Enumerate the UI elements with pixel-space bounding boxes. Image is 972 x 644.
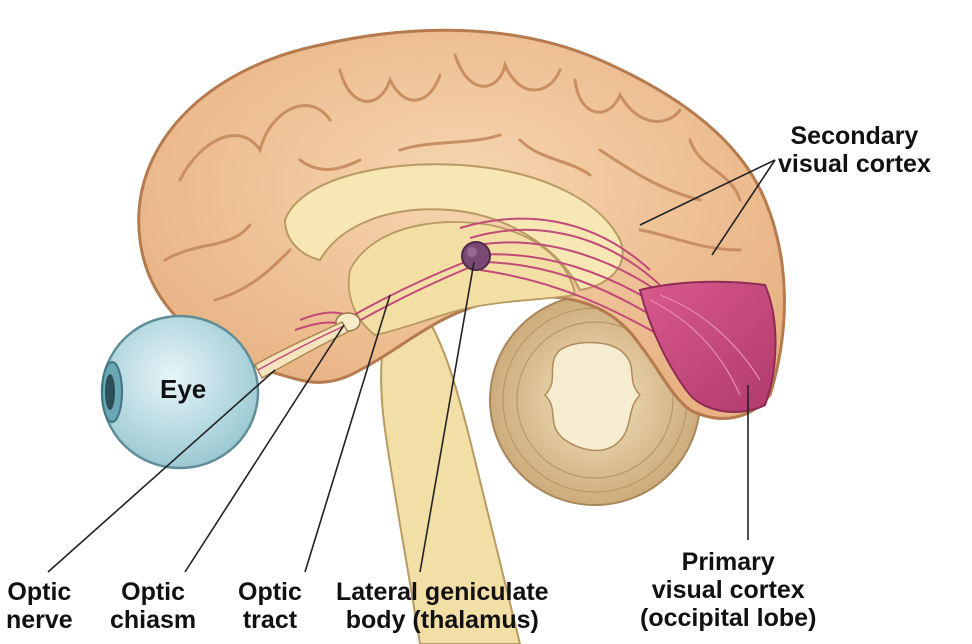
secondary-line-1: Secondary: [778, 122, 931, 150]
optic-tract-line-2: tract: [238, 606, 302, 634]
optic-nerve-line-1: Optic: [6, 578, 73, 606]
lgn-line-1: Lateral geniculate: [336, 578, 549, 606]
primary-line-2: visual cortex: [640, 576, 816, 604]
optic-chiasm-line-1: Optic: [110, 578, 196, 606]
lateral-geniculate-body: [462, 242, 490, 270]
optic-nerve-line-2: nerve: [6, 606, 73, 634]
primary-visual-cortex-label: Primary visual cortex (occipital lobe): [640, 548, 816, 632]
lgn-line-2: body (thalamus): [336, 606, 549, 634]
secondary-visual-cortex-label: Secondary visual cortex: [778, 122, 931, 178]
optic-chiasm-line-2: chiasm: [110, 606, 196, 634]
optic-tract-label: Optic tract: [238, 578, 302, 634]
optic-nerve-label: Optic nerve: [6, 578, 73, 634]
optic-tract-line-1: Optic: [238, 578, 302, 606]
lateral-geniculate-label: Lateral geniculate body (thalamus): [336, 578, 549, 634]
optic-chiasm-label: Optic chiasm: [110, 578, 196, 634]
primary-line-3: (occipital lobe): [640, 604, 816, 632]
eye-label: Eye: [160, 374, 206, 405]
primary-line-1: Primary: [640, 548, 816, 576]
secondary-line-2: visual cortex: [778, 150, 931, 178]
